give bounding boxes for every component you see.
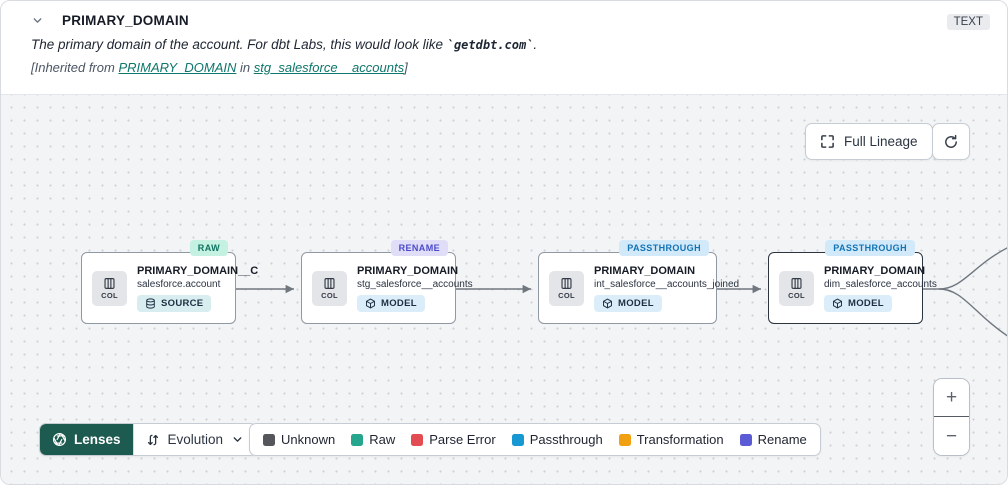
column-icon: COL [779,270,814,306]
lineage-canvas[interactable]: Full Lineage RAW COL PRIMARY_DOMAIN__C s… [1,94,1007,484]
node-model-name: salesforce.account [137,278,221,290]
legend-swatch [618,433,631,446]
lineage-node-dim[interactable]: PASSTHROUGH COL PRIMARY_DOMAIN dim_sales… [768,240,937,324]
legend-item: Passthrough [511,432,603,447]
resource-type-badge: MODEL [594,294,662,312]
column-icon: COL [312,270,347,306]
node-title: PRIMARY_DOMAIN [357,264,459,277]
node-model-name: dim_salesforce_accounts [824,278,937,290]
legend-swatch [411,433,424,446]
arrows-up-down-icon [146,433,160,447]
inherited-model-link[interactable]: stg_salesforce__accounts [253,60,405,75]
resource-type-badge: SOURCE [137,294,212,312]
status-badge: RENAME [390,240,448,256]
zoom-in-button[interactable]: + [934,379,969,417]
status-badge: PASSTHROUGH [619,240,709,256]
node-title: PRIMARY_DOMAIN [594,264,696,277]
zoom-controls: + − [933,378,970,456]
legend-swatch [739,433,752,446]
column-header: PRIMARY_DOMAIN TEXT The primary domain o… [1,1,1007,85]
lineage-node-source[interactable]: RAW COL PRIMARY_DOMAIN__C salesforce.acc… [81,240,259,324]
cube-icon [832,298,843,309]
database-icon [145,297,156,309]
status-badge: RAW [189,240,228,256]
legend-item: Transformation [618,432,724,447]
node-title: PRIMARY_DOMAIN [824,264,926,277]
node-model-name: int_salesforce__accounts_joined [594,278,740,290]
column-icon: COL [549,270,584,306]
column-icon: COL [92,270,127,306]
lenses-control: Lenses Evolution [39,423,258,456]
legend-item: Raw [351,432,395,447]
column-type-badge: TEXT [946,14,990,30]
lenses-button[interactable]: Lenses [40,424,133,455]
legend-swatch [511,433,524,446]
legend-swatch [263,433,275,446]
cube-icon [602,298,613,309]
refresh-icon [943,134,959,150]
evolution-legend: Unknown Raw Parse Error Passthrough Tran… [249,423,821,456]
lens-select-evolution[interactable]: Evolution [132,424,257,455]
zoom-out-button[interactable]: − [934,417,969,455]
column-description: The primary domain of the account. For d… [31,37,538,52]
node-model-name: stg_salesforce__accounts [357,278,473,290]
cube-icon [365,298,376,309]
legend-swatch [351,433,364,446]
full-lineage-button[interactable]: Full Lineage [805,123,933,160]
chevron-down-icon [231,433,244,446]
refresh-button[interactable] [932,123,970,160]
legend-item: Parse Error [411,432,496,447]
resource-type-badge: MODEL [824,294,892,312]
lineage-node-stg[interactable]: RENAME COL PRIMARY_DOMAIN stg_salesforce… [301,240,473,324]
aperture-icon [52,432,67,447]
inline-code: `getdbt.com` [446,38,534,52]
expand-icon [820,134,835,149]
inherited-note: [Inherited from PRIMARY_DOMAIN in stg_sa… [31,60,408,75]
legend-item: Rename [739,432,807,447]
resource-type-badge: MODEL [357,294,425,312]
lineage-node-int[interactable]: PASSTHROUGH COL PRIMARY_DOMAIN int_sales… [538,240,740,324]
collapse-chevron-icon[interactable] [31,14,44,27]
status-badge: PASSTHROUGH [825,240,915,256]
inherited-column-link[interactable]: PRIMARY_DOMAIN [118,60,237,75]
legend-item: Unknown [263,432,335,447]
node-title: PRIMARY_DOMAIN__C [137,264,259,277]
page-title: PRIMARY_DOMAIN [62,13,189,28]
